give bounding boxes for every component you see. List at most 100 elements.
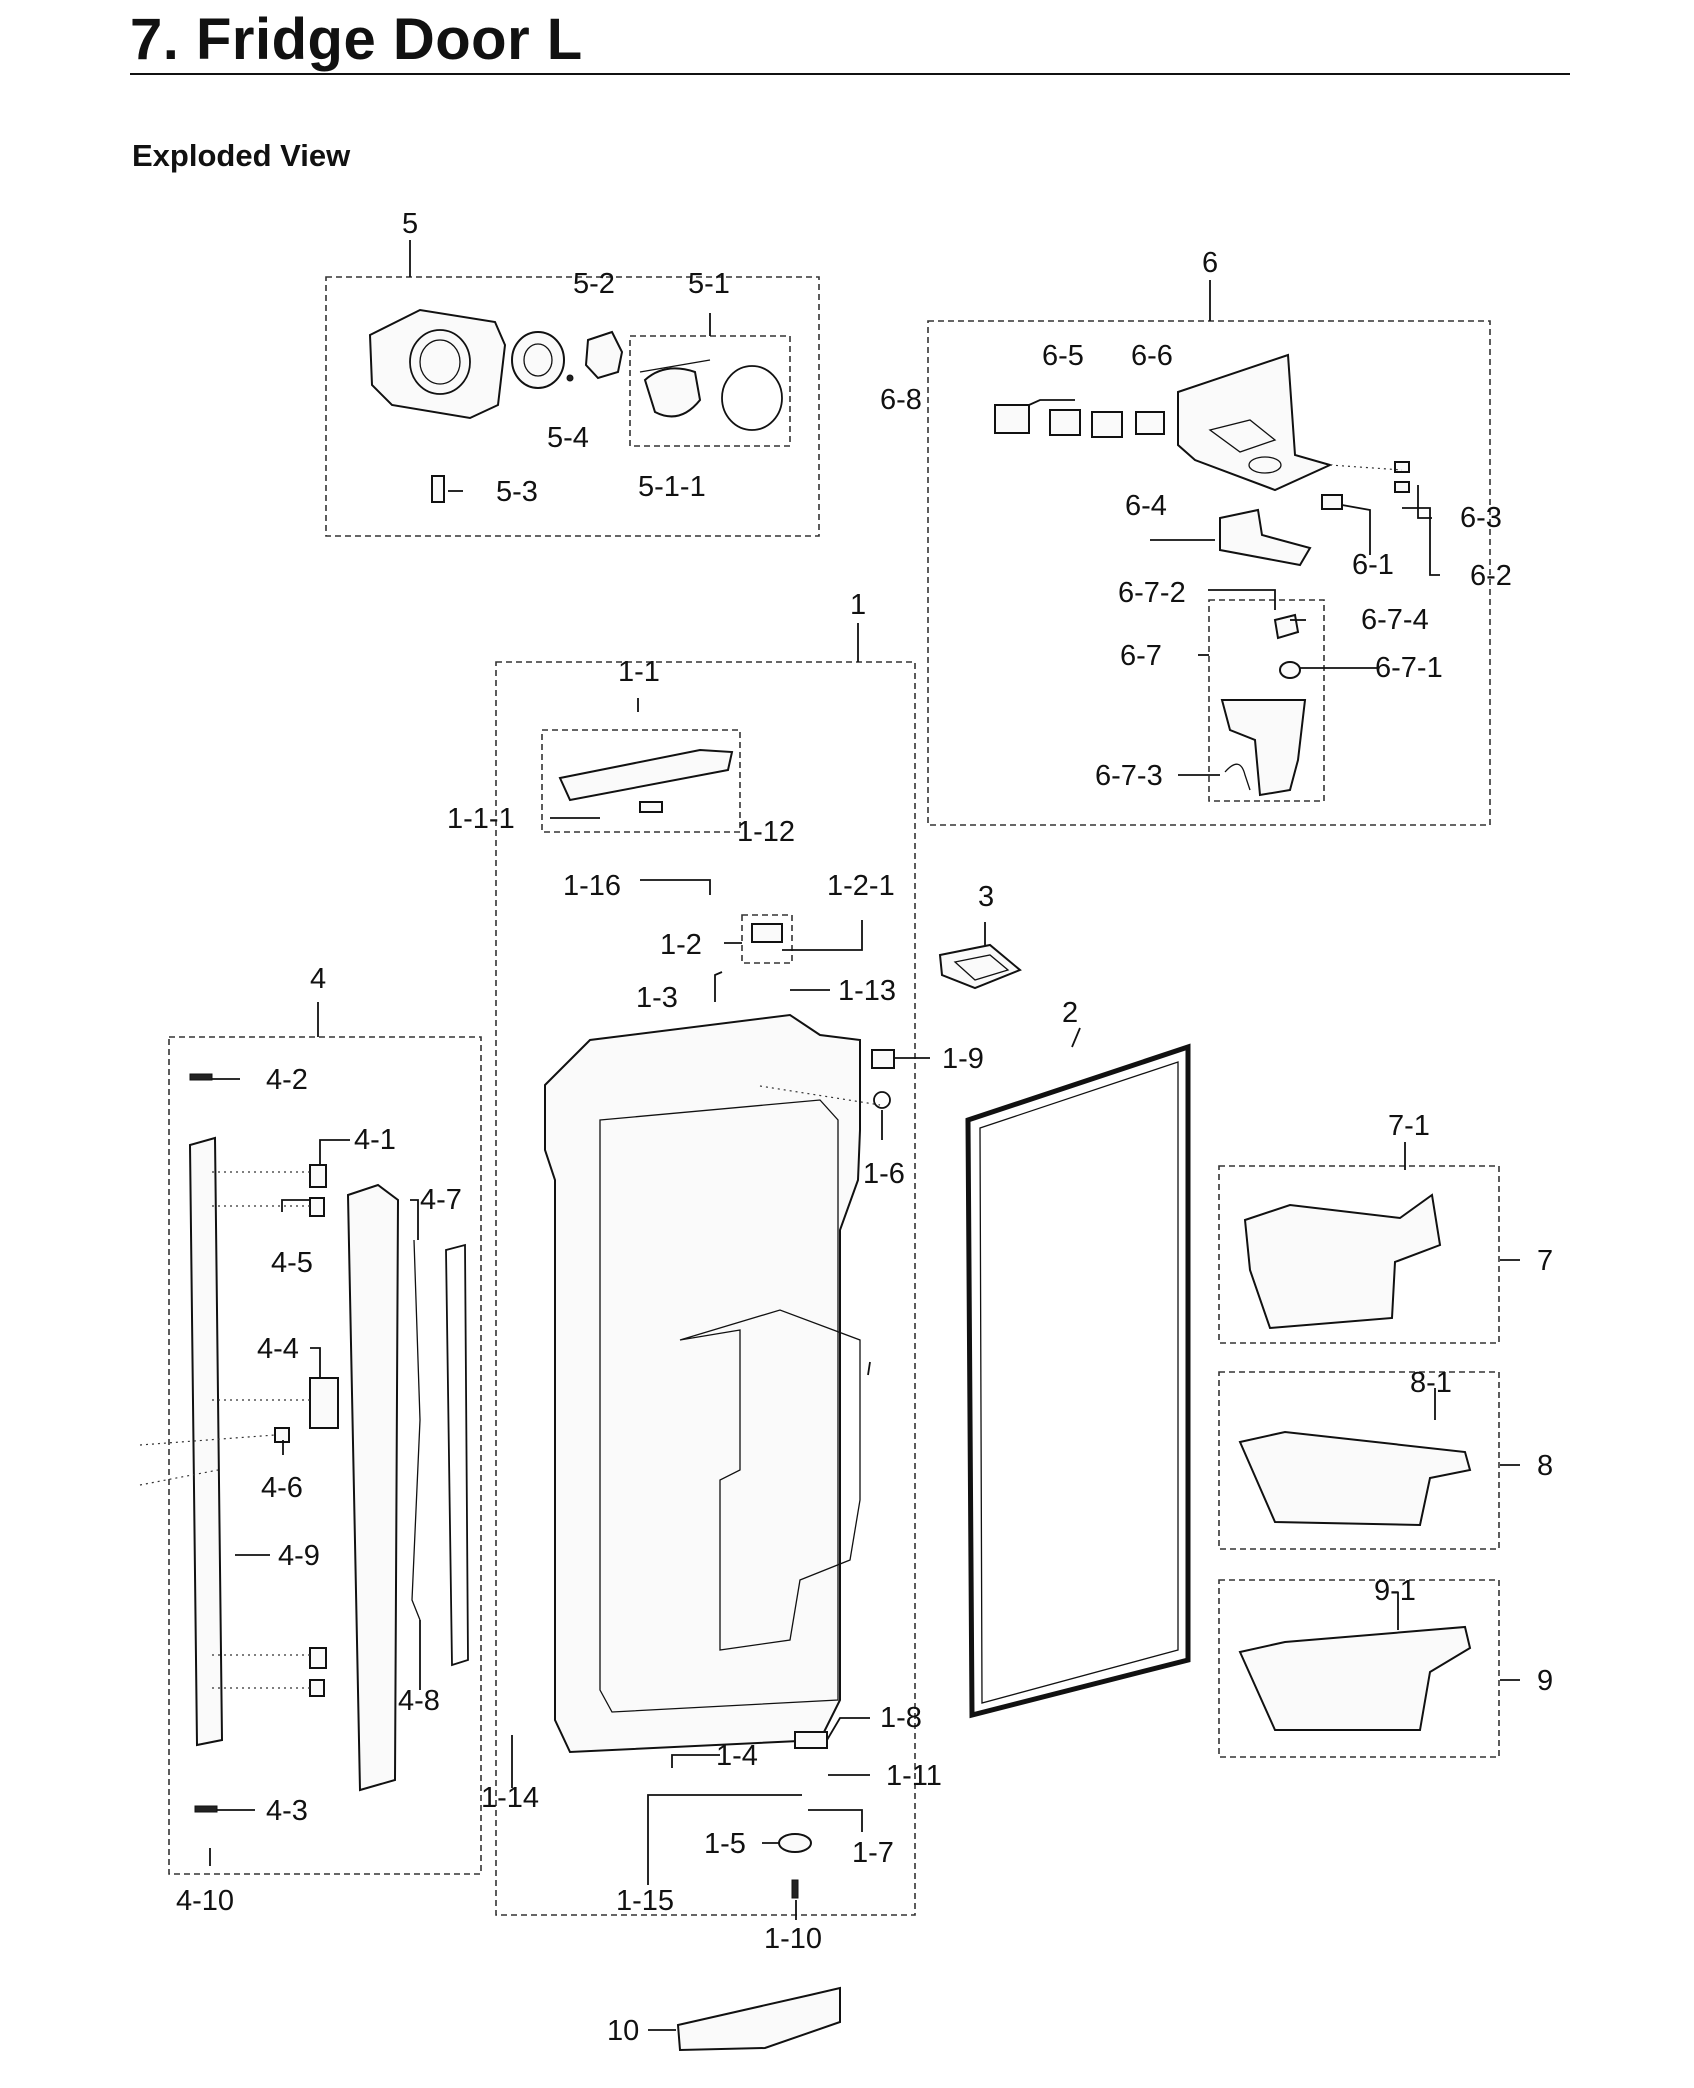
part-5-3-switch bbox=[431, 475, 445, 503]
label-7: 7 bbox=[1537, 1245, 1553, 1277]
label-6-7-1: 6-7-1 bbox=[1375, 652, 1443, 684]
part-5-4-screw bbox=[566, 374, 574, 382]
label-7-1: 7-1 bbox=[1388, 1110, 1430, 1142]
part-4-lower-hinge-a bbox=[309, 1647, 327, 1669]
label-6-7-3: 6-7-3 bbox=[1095, 760, 1163, 792]
part-4-handle bbox=[346, 1183, 400, 1792]
label-5-1-1: 5-1-1 bbox=[638, 471, 706, 503]
label-4-3: 4-3 bbox=[266, 1795, 308, 1827]
group-6-7-box bbox=[1208, 599, 1325, 802]
label-1-16: 1-16 bbox=[563, 870, 621, 902]
part-5-ring bbox=[511, 331, 565, 389]
label-5-3: 5-3 bbox=[496, 476, 538, 508]
part-5-1-seal-ring bbox=[721, 365, 783, 431]
label-3: 3 bbox=[978, 881, 994, 913]
label-4-7: 4-7 bbox=[420, 1184, 462, 1216]
group-8-box bbox=[1218, 1371, 1500, 1550]
label-4-6: 4-6 bbox=[261, 1472, 303, 1504]
group-9-box bbox=[1218, 1579, 1500, 1758]
part-4-1-hinge bbox=[309, 1164, 327, 1188]
section-label: Exploded View bbox=[132, 138, 351, 173]
label-2: 2 bbox=[1062, 997, 1078, 1029]
group-1-box bbox=[495, 661, 916, 1916]
label-6-7: 6-7 bbox=[1120, 640, 1162, 672]
part-10-stopper bbox=[676, 1986, 841, 2052]
label-4-9: 4-9 bbox=[278, 1540, 320, 1572]
group-5-box bbox=[325, 276, 820, 537]
part-5-housing bbox=[368, 308, 507, 420]
label-1-1: 1-1 bbox=[618, 656, 660, 688]
part-6-7-4-lever bbox=[1273, 613, 1300, 640]
label-4-4: 4-4 bbox=[257, 1333, 299, 1365]
part-4-9-hinge-rail bbox=[188, 1136, 224, 1747]
label-6-3: 6-3 bbox=[1460, 502, 1502, 534]
part-1-door-inner bbox=[599, 1099, 839, 1713]
label-6-6: 6-6 bbox=[1131, 340, 1173, 372]
label-6-7-4: 6-7-4 bbox=[1361, 604, 1429, 636]
label-5-1: 5-1 bbox=[688, 268, 730, 300]
label-1-11: 1-11 bbox=[886, 1760, 942, 1792]
label-4-8: 4-8 bbox=[398, 1685, 440, 1717]
label-1-10: 1-10 bbox=[764, 1923, 822, 1955]
part-1-1-bracket bbox=[558, 748, 734, 802]
label-9-1: 9-1 bbox=[1374, 1575, 1416, 1607]
part-1-door-cavity bbox=[679, 1309, 861, 1651]
label-5: 5 bbox=[402, 208, 418, 240]
label-5-2: 5-2 bbox=[573, 268, 615, 300]
group-7-box bbox=[1218, 1165, 1500, 1344]
part-1-5-cap bbox=[778, 1833, 812, 1853]
label-4-1: 4-1 bbox=[354, 1124, 396, 1156]
label-1-13: 1-13 bbox=[838, 975, 896, 1007]
part-4-2-screw bbox=[189, 1073, 213, 1081]
label-5-4: 5-4 bbox=[547, 422, 589, 454]
label-1-7: 1-7 bbox=[852, 1837, 894, 1869]
label-1-9: 1-9 bbox=[942, 1043, 984, 1075]
label-1-1-1: 1-1-1 bbox=[447, 803, 515, 835]
label-6-2: 6-2 bbox=[1470, 560, 1512, 592]
title-rule bbox=[130, 73, 1570, 75]
label-6-7-2: 6-7-2 bbox=[1118, 577, 1186, 609]
part-6-7-3-wire bbox=[1224, 763, 1251, 791]
label-4-2: 4-2 bbox=[266, 1064, 308, 1096]
part-7-bin bbox=[1243, 1193, 1442, 1330]
label-6-4: 6-4 bbox=[1125, 490, 1167, 522]
label-1-14: 1-14 bbox=[481, 1782, 539, 1814]
label-4-10: 4-10 bbox=[176, 1885, 234, 1917]
label-1-3: 1-3 bbox=[636, 982, 678, 1014]
part-4-5-hinge bbox=[309, 1197, 325, 1217]
part-4-6-clip bbox=[274, 1427, 290, 1443]
part-3-cap bbox=[938, 943, 1022, 990]
label-1-6: 1-6 bbox=[863, 1158, 905, 1190]
part-5-1-1-flap bbox=[639, 359, 711, 418]
label-1-15: 1-15 bbox=[616, 1885, 674, 1917]
label-1-5: 1-5 bbox=[704, 1828, 746, 1860]
part-9-bin bbox=[1238, 1625, 1472, 1731]
label-1-4: 1-4 bbox=[716, 1740, 758, 1772]
part-4-8-wire bbox=[411, 1239, 421, 1621]
label-4: 4 bbox=[310, 963, 326, 995]
label-8-1: 8-1 bbox=[1410, 1367, 1452, 1399]
group-1-2-box bbox=[741, 914, 793, 964]
group-6-box bbox=[927, 320, 1491, 826]
part-5-2-motor bbox=[584, 330, 624, 380]
part-4-7-strip bbox=[445, 1243, 469, 1667]
part-6-dispenser-panel bbox=[1177, 353, 1333, 492]
label-1-2-1: 1-2-1 bbox=[827, 870, 895, 902]
part-4-4-hinge bbox=[309, 1377, 339, 1429]
label-4-5: 4-5 bbox=[271, 1247, 313, 1279]
part-6-8-board bbox=[994, 404, 1030, 434]
part-6-7-chute bbox=[1220, 699, 1307, 797]
part-6-5-label bbox=[1049, 409, 1081, 436]
group-4-box bbox=[168, 1036, 482, 1875]
part-2-gasket bbox=[965, 1043, 1191, 1719]
page-title: 7. Fridge Door L bbox=[130, 7, 583, 72]
part-1-10-bolt bbox=[791, 1879, 799, 1899]
label-9: 9 bbox=[1537, 1665, 1553, 1697]
callout-labels: 5 5-2 5-1 5-4 5-1-1 5-3 6 6-5 6-6 6-8 6-… bbox=[176, 208, 1553, 2047]
label-1: 1 bbox=[850, 589, 866, 621]
part-1-9-block bbox=[871, 1049, 895, 1069]
part-6-7-1-cap bbox=[1279, 661, 1301, 679]
label-10: 10 bbox=[607, 2015, 639, 2047]
part-6-button-a bbox=[1091, 411, 1123, 438]
part-4-lower-hinge-b bbox=[309, 1679, 325, 1697]
